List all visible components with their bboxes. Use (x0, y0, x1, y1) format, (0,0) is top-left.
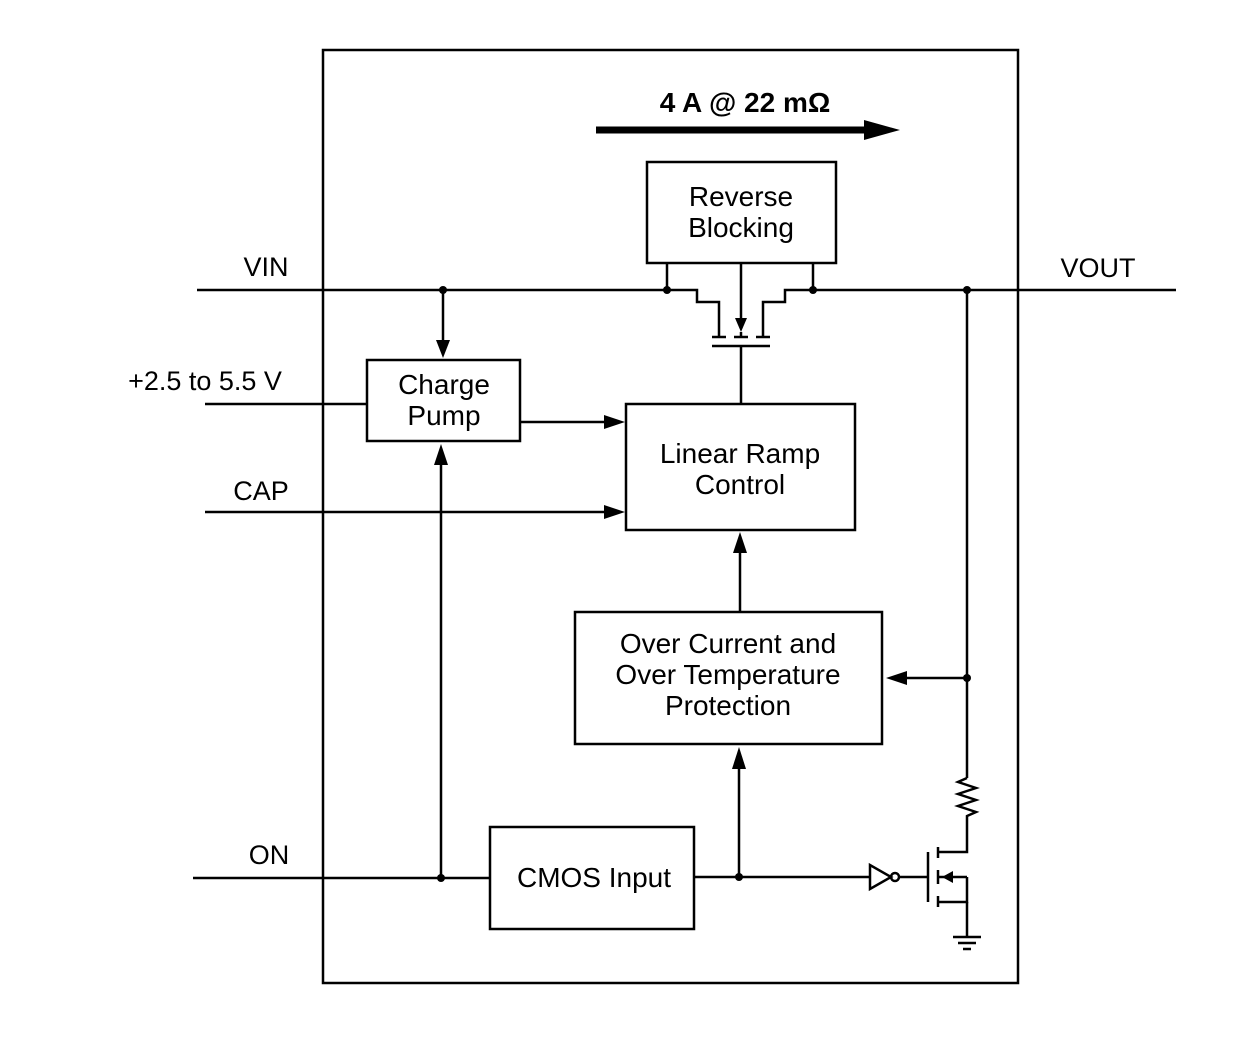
linear-ramp-label-2: Control (695, 469, 785, 500)
current-rating-title: 4 A @ 22 mΩ (660, 87, 831, 118)
main-power-rail (197, 286, 1176, 294)
reverse-blocking-label-2: Blocking (688, 212, 794, 243)
protection-label-2: Over Temperature (615, 659, 840, 690)
ground-icon (953, 935, 981, 951)
pin-label-vout: VOUT (1060, 253, 1135, 283)
reverse-blocking-block (645, 160, 838, 265)
cmos-output-line (694, 747, 870, 881)
linear-ramp-control-block (624, 402, 857, 532)
protection-block (573, 610, 884, 746)
linear-ramp-label-1: Linear Ramp (660, 438, 820, 469)
vout-sense-line (886, 290, 971, 778)
current-direction-arrowhead (864, 120, 900, 140)
discharge-transistor-symbol (926, 840, 969, 936)
charge-pump-block (365, 358, 522, 443)
pin-label-cap: CAP (233, 476, 289, 506)
protection-to-ramp-arrow (733, 532, 747, 612)
chip-outline (321, 48, 1020, 985)
discharge-resistor (954, 776, 980, 840)
charge-pump-label-2: Pump (407, 400, 480, 431)
on-input-line (193, 444, 490, 882)
reverse-blocking-label-1: Reverse (689, 181, 793, 212)
cap-to-ramp-arrow (205, 505, 625, 519)
cmos-input-label: CMOS Input (517, 862, 671, 893)
pin-label-supply: +2.5 to 5.5 V (128, 366, 282, 396)
vin-to-charge-pump-arrow (436, 290, 450, 358)
protection-label-3: Protection (665, 690, 791, 721)
power-mosfet-symbol (665, 263, 815, 404)
inverter-symbol (868, 862, 927, 892)
charge-pump-label-1: Charge (398, 369, 490, 400)
protection-label-1: Over Current and (620, 628, 836, 659)
charge-pump-to-ramp-arrow (520, 415, 625, 429)
pin-label-on: ON (249, 840, 290, 870)
pin-label-vin: VIN (243, 252, 288, 282)
